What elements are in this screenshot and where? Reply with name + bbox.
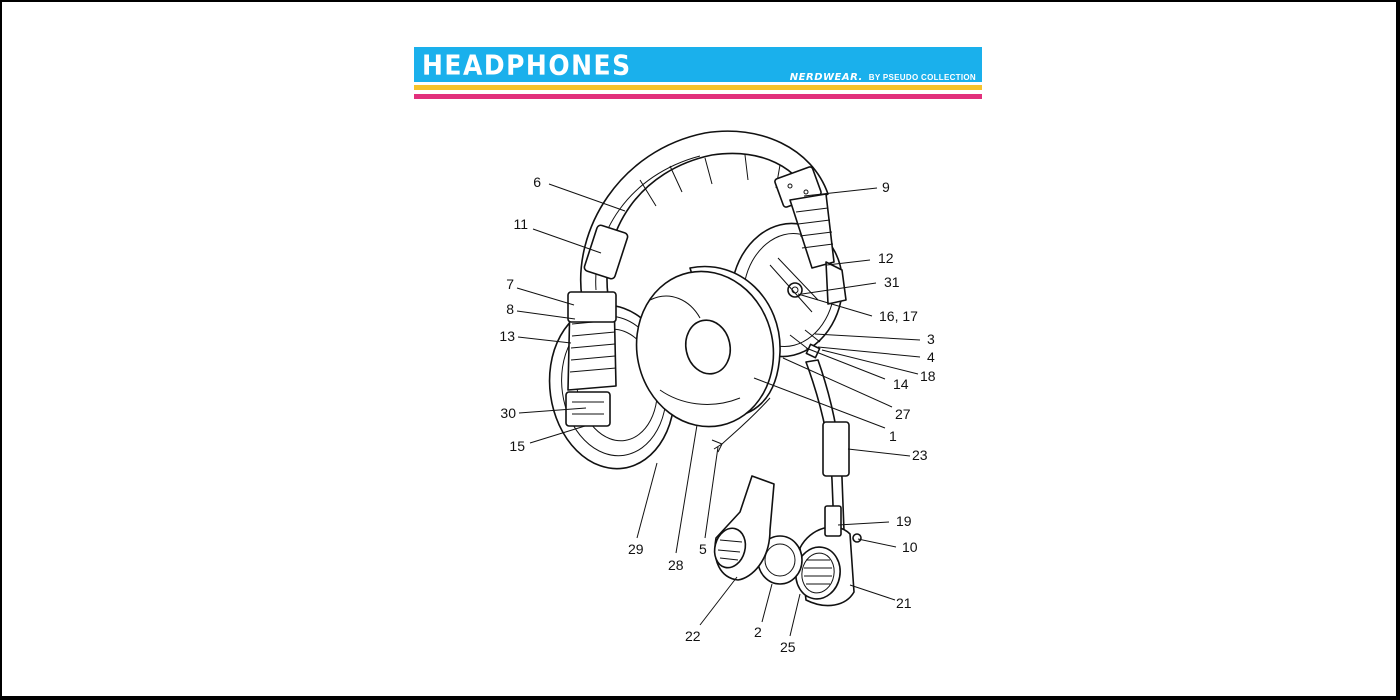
callout-2: 2 xyxy=(754,624,762,640)
callout-15: 15 xyxy=(509,438,525,454)
callout-labels: 6 9 11 12 31 7 8 16, 17 13 3 4 18 14 27 … xyxy=(499,174,935,655)
callout-13: 13 xyxy=(499,328,515,344)
leader-21 xyxy=(849,584,896,601)
leader-25 xyxy=(789,593,801,637)
callout-8: 8 xyxy=(506,301,514,317)
callout-22: 22 xyxy=(685,628,701,644)
title-banner: HEADPHONES NERDWEAR. BY PSEUDO COLLECTION xyxy=(414,47,982,85)
callout-1: 1 xyxy=(889,428,897,444)
leader-15 xyxy=(529,425,586,444)
leader-19 xyxy=(837,521,890,526)
leader-11 xyxy=(532,228,602,254)
callout-27: 27 xyxy=(895,406,911,422)
callout-21: 21 xyxy=(896,595,912,611)
brand-logo: NERDWEAR. xyxy=(789,72,863,83)
callout-5: 5 xyxy=(699,541,707,557)
yellow-stripe xyxy=(414,85,982,90)
leader-1 xyxy=(753,377,886,429)
leader-30 xyxy=(518,407,587,414)
leader-2 xyxy=(761,583,773,623)
brand-line: NERDWEAR. BY PSEUDO COLLECTION xyxy=(790,67,976,85)
headband xyxy=(579,130,829,299)
headphones-drawing xyxy=(548,130,862,607)
callout-10: 10 xyxy=(902,539,918,555)
callout-31: 31 xyxy=(884,274,900,290)
callout-3: 3 xyxy=(927,331,935,347)
leader-10 xyxy=(857,538,897,548)
leader-5 xyxy=(704,446,719,539)
leader-4 xyxy=(817,346,921,358)
leader-23 xyxy=(847,448,911,457)
callout-18: 18 xyxy=(920,368,936,384)
callout-9: 9 xyxy=(882,179,890,195)
callout-19: 19 xyxy=(896,513,912,529)
pink-stripe xyxy=(414,94,982,99)
leader-3 xyxy=(814,333,921,341)
leader-18 xyxy=(821,349,919,375)
callout-4: 4 xyxy=(927,349,935,365)
callout-28: 28 xyxy=(668,557,684,573)
right-slider xyxy=(789,193,847,305)
leader-12 xyxy=(826,259,871,266)
leader-16-17 xyxy=(797,293,873,317)
callout-16-17: 16, 17 xyxy=(879,308,918,324)
boom-unit xyxy=(713,475,775,581)
callout-7: 7 xyxy=(506,276,514,292)
leader-13 xyxy=(517,336,572,344)
speaker-housing xyxy=(795,505,862,607)
leader-27 xyxy=(782,357,893,408)
leader-7 xyxy=(516,287,575,306)
callout-30: 30 xyxy=(500,405,516,421)
callout-12: 12 xyxy=(878,250,894,266)
callout-6: 6 xyxy=(533,174,541,190)
callout-23: 23 xyxy=(912,447,928,463)
page-title: HEADPHONES xyxy=(422,49,632,81)
callout-25: 25 xyxy=(780,639,796,655)
leader-9 xyxy=(803,187,878,197)
leader-14 xyxy=(805,347,886,380)
leader-29 xyxy=(636,462,658,539)
brand-byline: BY PSEUDO COLLECTION xyxy=(868,73,976,82)
leader-31 xyxy=(801,282,877,295)
callout-29: 29 xyxy=(628,541,644,557)
callout-14: 14 xyxy=(893,376,909,392)
leader-6 xyxy=(548,183,626,212)
leader-8 xyxy=(516,310,576,320)
callout-11: 11 xyxy=(513,216,528,232)
leader-22 xyxy=(699,576,738,626)
leader-28 xyxy=(675,424,698,554)
leader-lines xyxy=(516,183,921,637)
